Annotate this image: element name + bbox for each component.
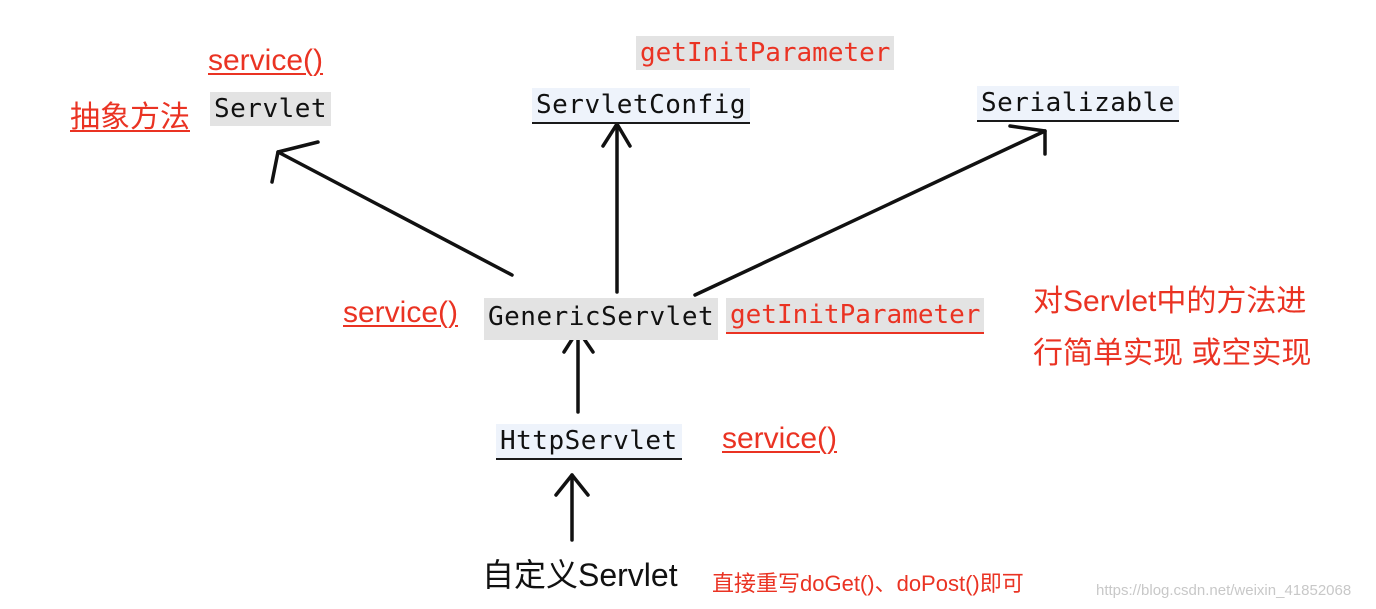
arrow-generic-to-serializable xyxy=(693,129,1047,297)
genericservlet-getinitparameter-label: getInitParameter xyxy=(726,298,985,334)
httpservlet-service-label: service() xyxy=(722,422,838,455)
arrow-generic-to-servlet xyxy=(276,150,514,277)
servletconfig-getinitparameter-label: getInitParameter xyxy=(636,36,895,70)
serializable-class: Serializable xyxy=(977,86,1179,122)
httpservlet-class: HttpServlet xyxy=(496,424,682,460)
genericservlet-service-label: service() xyxy=(343,296,459,329)
abstract-method-label: 抽象方法 xyxy=(70,101,190,134)
custom-servlet-note: 直接重写doGet()、doPost()即可 xyxy=(712,571,1024,596)
servlet-service-label: service() xyxy=(208,44,324,77)
custom-servlet-class: 自定义Servlet xyxy=(482,557,678,593)
arrowhead-serializable xyxy=(1008,124,1047,156)
arrowhead-http xyxy=(554,473,590,497)
genericservlet-class: GenericServlet xyxy=(484,298,719,340)
genericservlet-note-line1: 对Servlet中的方法进 xyxy=(1033,285,1307,318)
arrowhead-servletconfig xyxy=(601,122,632,148)
watermark-text: https://blog.csdn.net/weixin_41852068 xyxy=(1096,582,1352,599)
genericservlet-note-line2: 行简单实现 或空实现 xyxy=(1033,337,1312,370)
servletconfig-class: ServletConfig xyxy=(532,88,750,124)
servlet-class: Servlet xyxy=(210,92,332,126)
arrowhead-servlet xyxy=(270,140,320,184)
